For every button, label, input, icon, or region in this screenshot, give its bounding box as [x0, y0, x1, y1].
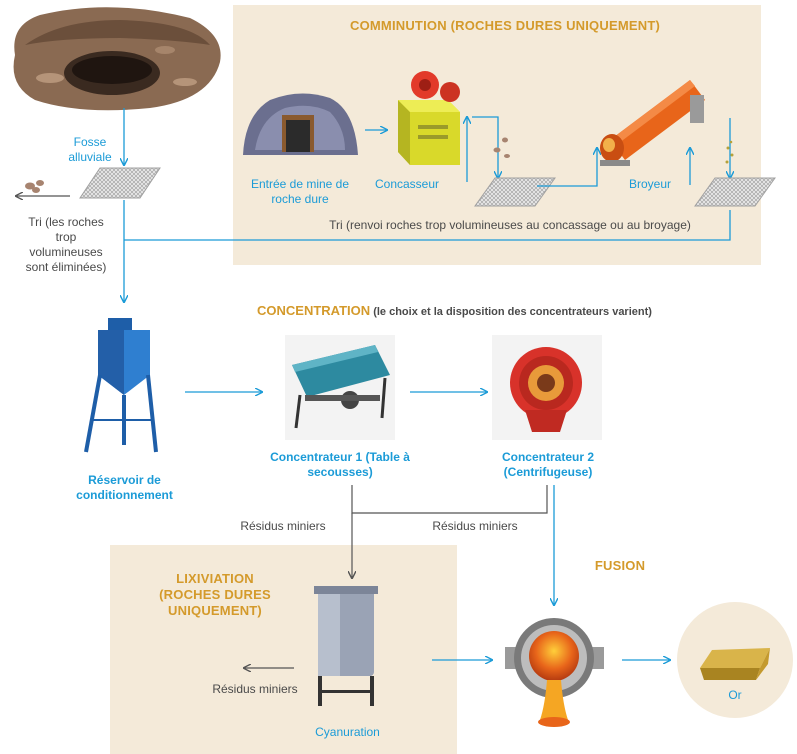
leaching-title: LIXIVIATION (ROCHES DURES UNIQUEMENT) [159, 571, 271, 618]
tailings-collector-line [351, 485, 548, 514]
crushed-rocks-image [493, 137, 510, 158]
comminution-screen-2-image [694, 177, 776, 207]
alluvial-screen-image [79, 167, 161, 199]
alluvial-sorting-label: Tri (les roches trop volumineuses sont é… [25, 215, 107, 274]
tailings-label-1: Résidus miniers [240, 519, 326, 533]
centrifuge-image [492, 335, 602, 440]
fusion-title: FUSION [594, 558, 646, 573]
tailings-label-2: Résidus miniers [432, 519, 518, 533]
leaching-panel [110, 545, 457, 754]
cyanidation-label: Cyanuration [315, 725, 380, 739]
crusher-label: Concasseur [374, 177, 440, 191]
leaching-tailings-label: Résidus miniers [212, 682, 298, 696]
mill-label: Broyeur [628, 177, 672, 191]
crusher-image [398, 71, 460, 165]
arrow-comminution-to-concentration [124, 210, 731, 241]
comminution-sorting-label: Tri (renvoi roches trop volumineuses au … [329, 218, 691, 232]
mill-image [600, 80, 705, 166]
conc2-label: Concentrateur 2 (Centrifugeuse) [501, 450, 595, 479]
furnace-image [505, 618, 604, 727]
arrow-screen-to-mill [537, 148, 597, 187]
concentration-title: CONCENTRATION [257, 303, 371, 318]
hard-rock-mine-label: Entrée de mine de roche dure [250, 177, 350, 206]
gold-label: Or [728, 688, 742, 702]
arrow-crusher-to-screen [472, 116, 498, 178]
hard-rock-mine-image [243, 93, 358, 155]
alluvial-pit-label: Fosse alluviale [68, 135, 112, 164]
tank-label: Réservoir de conditionnement [76, 473, 173, 502]
rejected-rocks-image [25, 180, 44, 193]
gold-image [677, 602, 793, 718]
shaking-table-image [285, 335, 395, 440]
comminution-screen-1-image [474, 177, 556, 207]
concentration-heading: CONCENTRATION (le choix et la dispositio… [257, 303, 652, 318]
conc1-label: Concentrateur 1 (Table à secousses) [270, 450, 410, 479]
cyanidation-tank-image [314, 586, 378, 706]
concentration-subtitle: (le choix et la disposition des concentr… [370, 306, 652, 318]
alluvial-pit-image [13, 7, 221, 111]
milled-particles-image [725, 140, 734, 164]
conditioning-tank-image [84, 318, 158, 453]
comminution-title: COMMINUTION (ROCHES DURES UNIQUEMENT) [349, 18, 660, 33]
